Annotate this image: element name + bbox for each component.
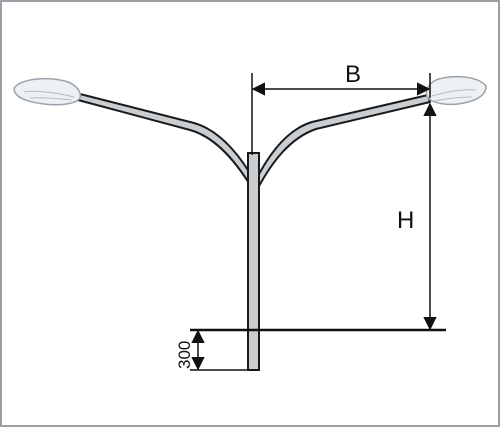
embed-label: 300 (175, 341, 194, 369)
left-arm (77, 93, 259, 189)
left-lamp-head (13, 77, 82, 106)
h-label: H (397, 207, 414, 234)
pole (247, 152, 260, 371)
b-label: B (345, 61, 361, 88)
right-lamp-head (425, 75, 487, 106)
right-arm (251, 94, 431, 189)
